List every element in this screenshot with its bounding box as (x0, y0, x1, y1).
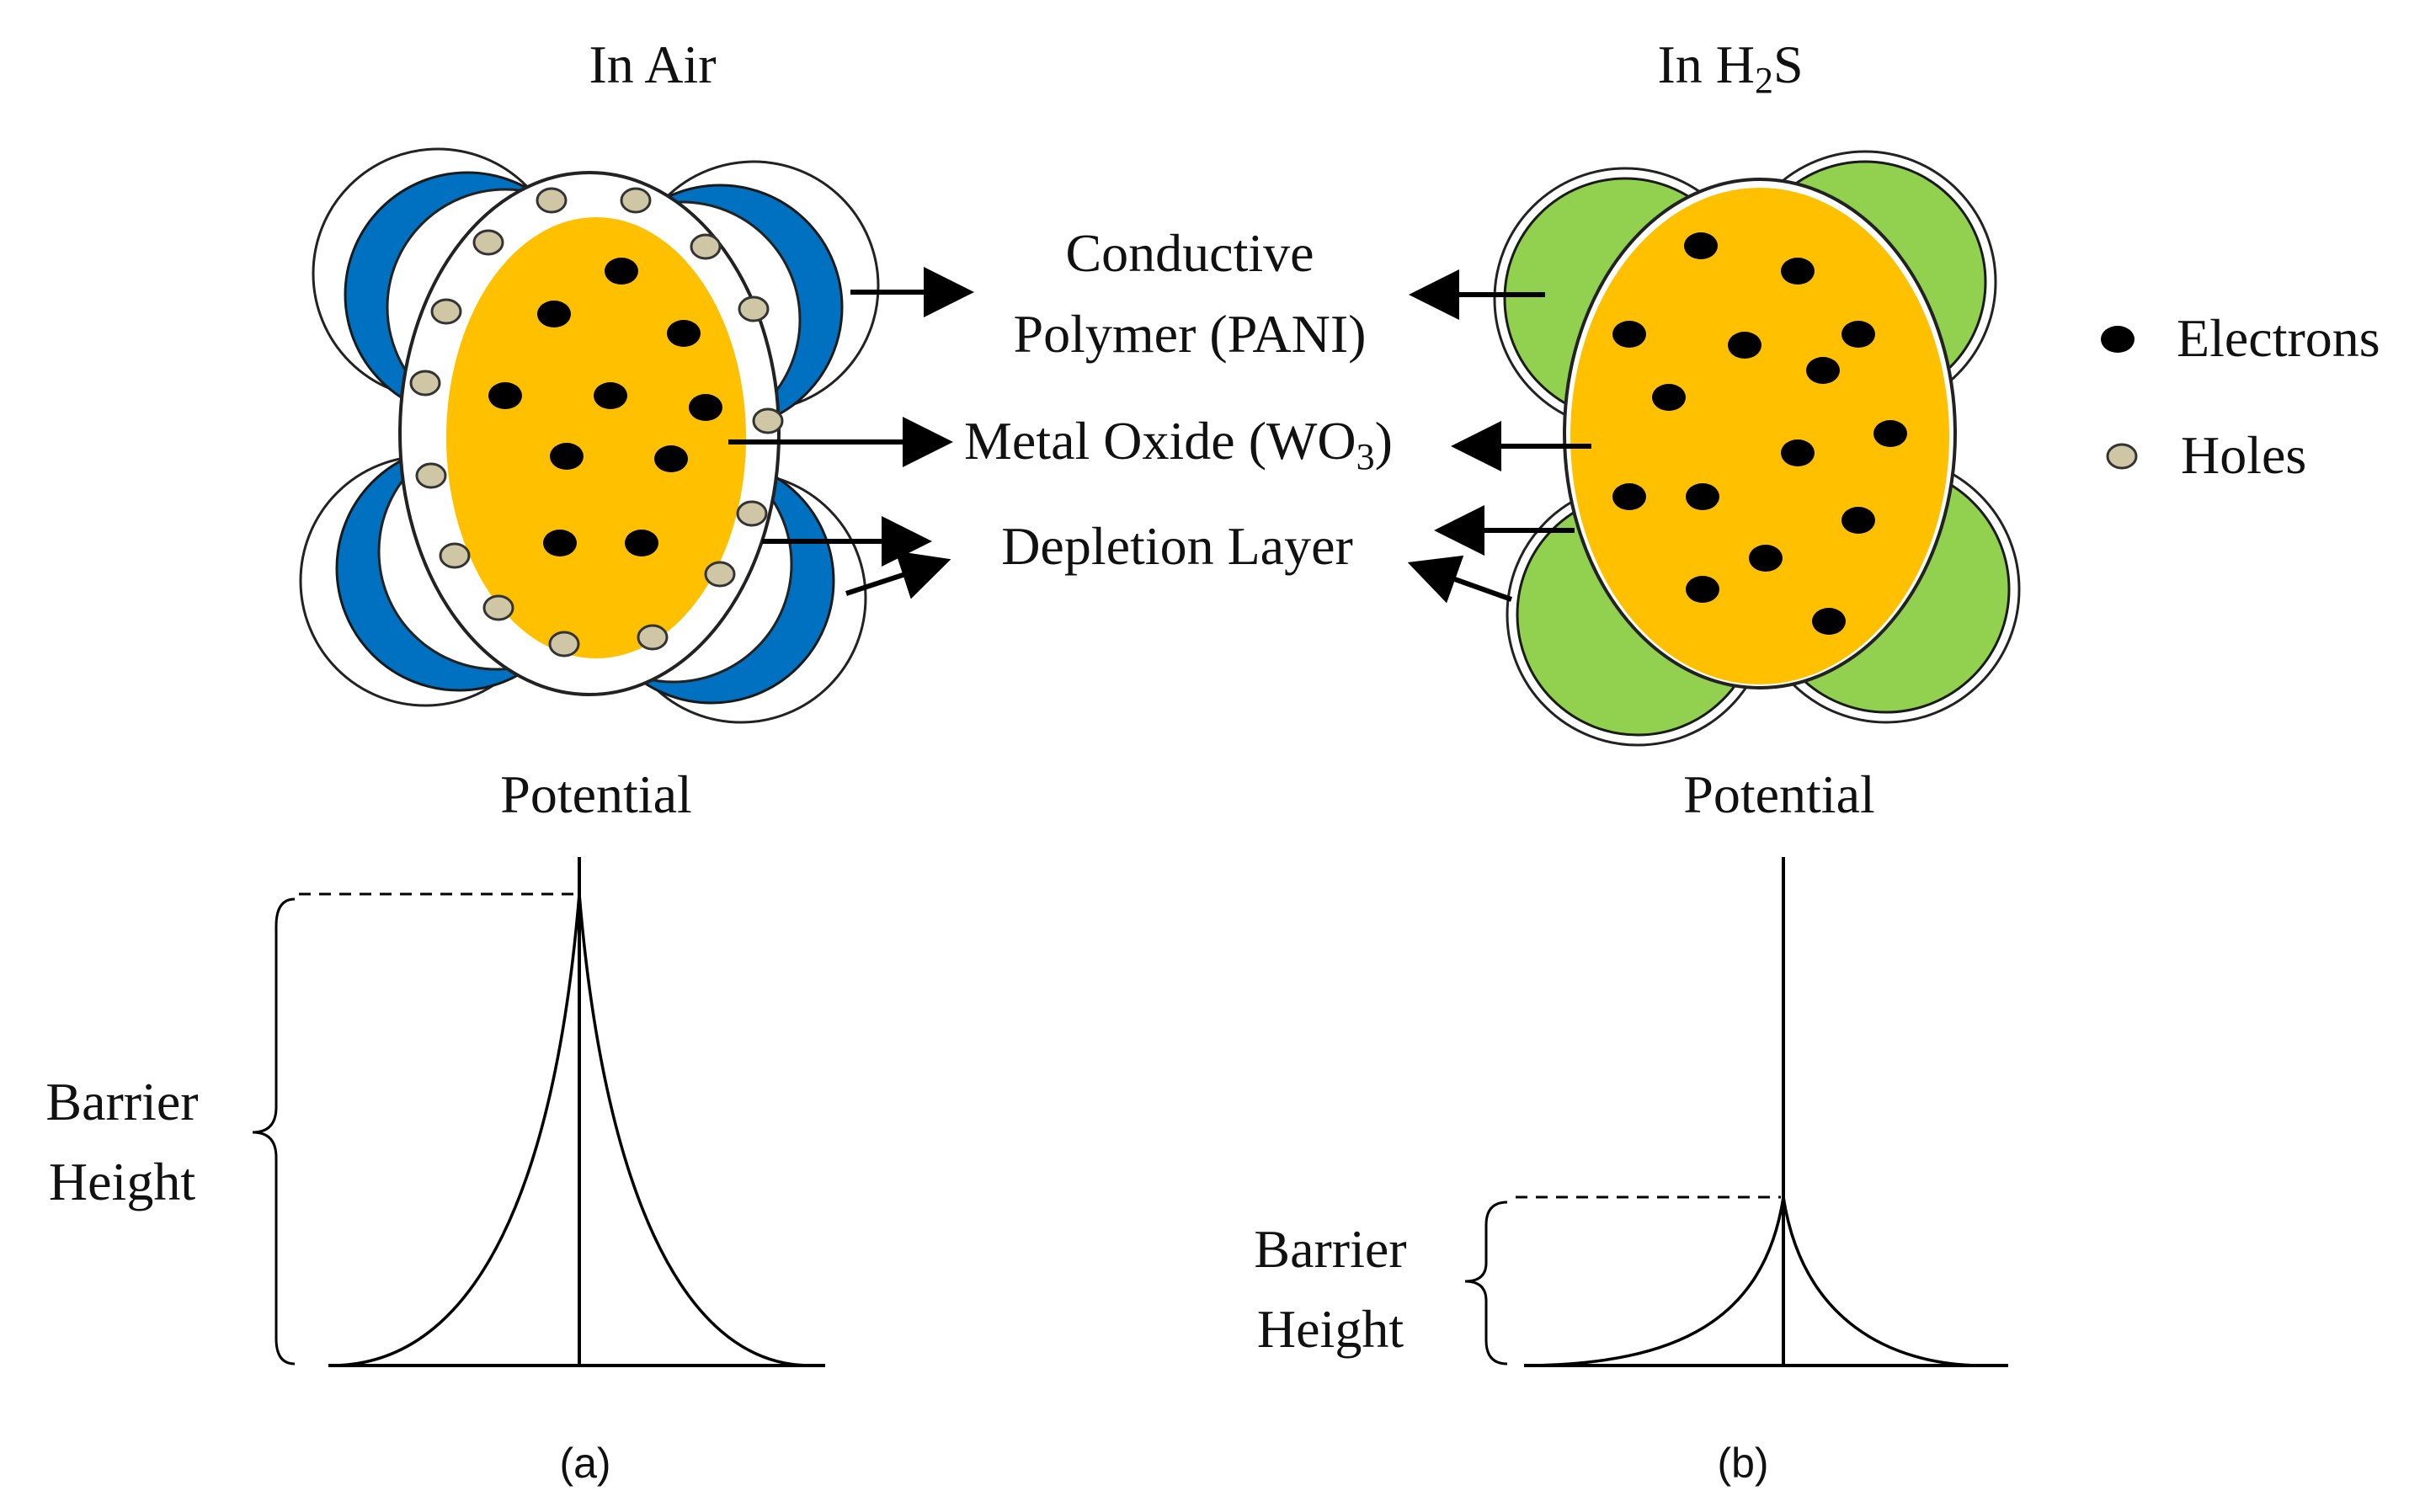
panel-title-in-h2s: In H2S (1657, 35, 1803, 101)
legend-hole-marker (2106, 443, 2138, 470)
particle-in-h2s (1493, 150, 2021, 747)
label-conductive-line1: Conductive (1065, 223, 1314, 283)
arrows-air (728, 267, 974, 599)
legend-holes-label: Holes (2181, 425, 2306, 485)
potential-plot-air: Potential Barrier Height (a) (45, 764, 825, 1487)
particle-in-air (299, 147, 880, 724)
caption-b: (b) (1717, 1440, 1768, 1487)
arrow-h2s-to-depletion-layer-2 (1407, 555, 1513, 604)
label-metal-oxide-sub: 3 (1356, 436, 1375, 477)
potential-plot-h2s: Potential Barrier Height (b) (1254, 764, 2008, 1487)
panel-title-h2s-sub: 2 (1755, 60, 1773, 101)
electrons-h2s (1612, 232, 1907, 635)
label-metal-oxide-main: Metal Oxide (WO (964, 411, 1356, 471)
caption-a: (a) (559, 1440, 610, 1487)
label-conductive-line2: Polymer (PANI) (1014, 304, 1367, 364)
panel-title-in-air: In Air (589, 35, 716, 94)
barrier-label-air-line1: Barrier (45, 1072, 198, 1131)
label-depletion-layer: Depletion Layer (1001, 516, 1353, 576)
barrier-brace-air (252, 897, 296, 1366)
barrier-brace-h2s (1464, 1201, 1508, 1366)
barrier-label-h2s-line1: Barrier (1254, 1219, 1406, 1279)
legend: Electrons Holes (2101, 308, 2380, 485)
electrons-air (488, 258, 722, 556)
arrow-to-depletion-layer-2 (845, 551, 951, 599)
potential-title-air: Potential (500, 764, 692, 824)
panel-title-h2s-main: In H (1657, 35, 1755, 94)
barrier-label-air-line2: Height (49, 1152, 195, 1211)
component-labels: Conductive Polymer (PANI) Metal Oxide (W… (964, 223, 1393, 576)
holes-air (409, 187, 784, 658)
metal-oxide-core-air (446, 217, 746, 658)
potential-curve-air (332, 893, 809, 1367)
metal-oxide-core-h2s (1570, 188, 1949, 684)
legend-electron-marker (2101, 326, 2135, 353)
potential-curve-h2s (1527, 1196, 1980, 1367)
panel-title-h2s-end: S (1773, 35, 1804, 94)
legend-electrons-label: Electrons (2177, 308, 2380, 368)
barrier-label-h2s-line2: Height (1257, 1299, 1404, 1359)
label-metal-oxide-end: ) (1375, 411, 1393, 471)
label-metal-oxide: Metal Oxide (WO3) (964, 411, 1393, 477)
potential-title-h2s: Potential (1683, 764, 1875, 824)
arrows-h2s (1407, 269, 1591, 604)
